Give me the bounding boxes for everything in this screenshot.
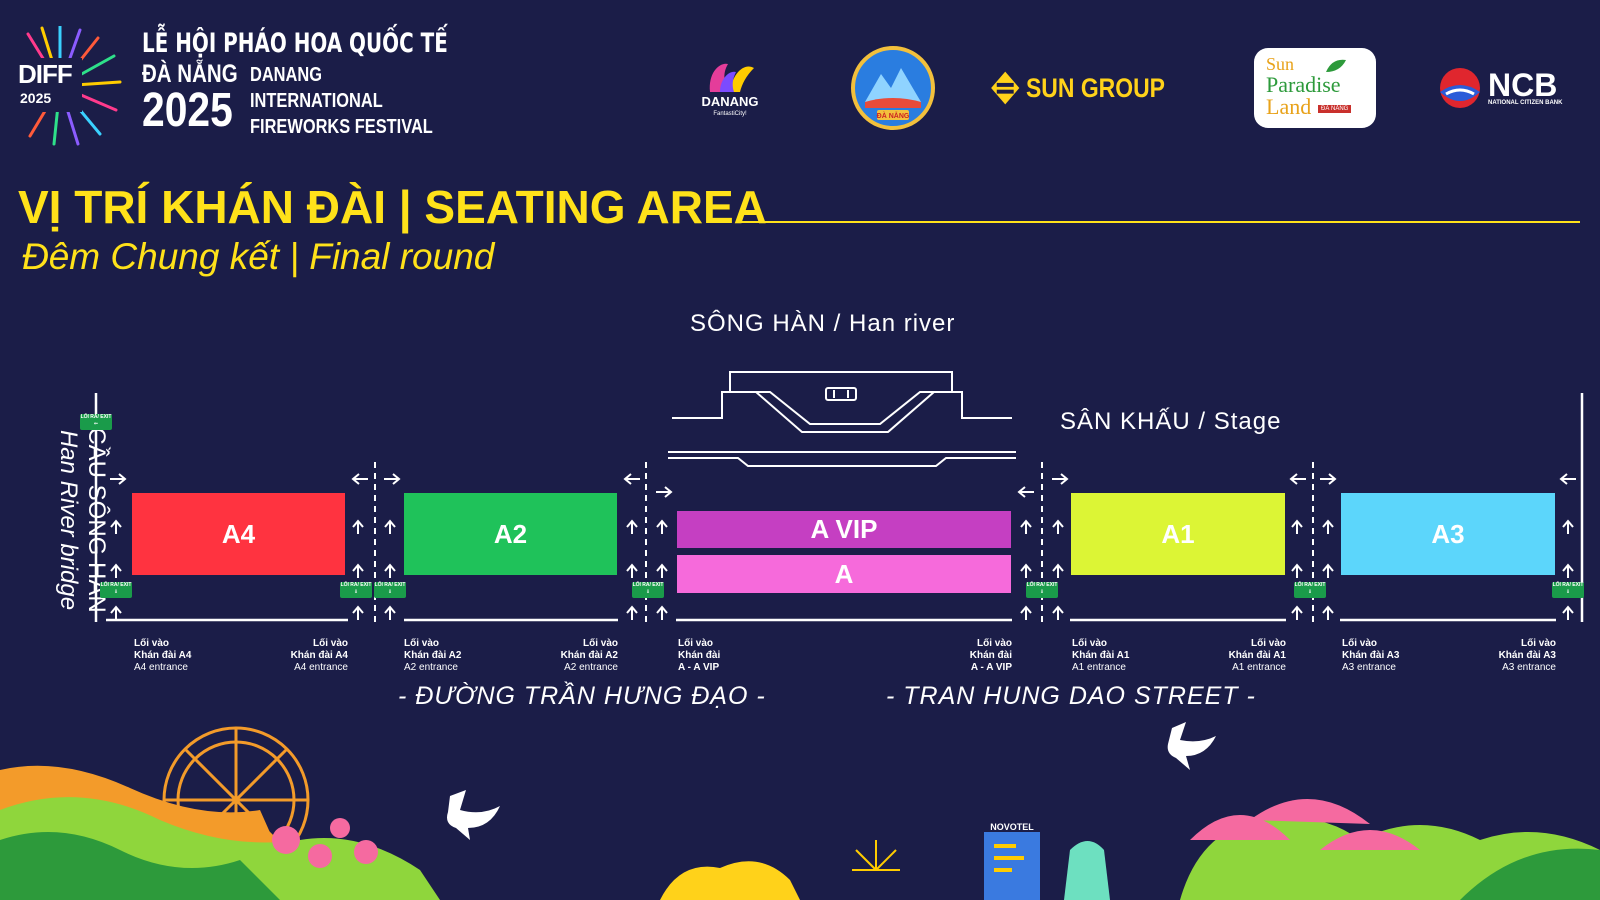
bridge-label-en: Han River bridge (55, 429, 82, 611)
danang-flower-icon: DANANG FantastiCity! (701, 63, 759, 117)
sun-group-text: SUN GROUP (1026, 72, 1166, 103)
sun-paradise-tag: ĐÀ NẴNG (1318, 105, 1352, 113)
danang-city-logo: DANANG FantastiCity! (690, 48, 770, 128)
festival-logo: DIFF 2025 LỄ HỘI PHÁO HOA QUỐC TẾ ĐÀ NẴN… (18, 26, 458, 146)
festival-name-vi-line1: LỄ HỘI PHÁO HOA QUỐC TẾ (142, 28, 448, 59)
novotel-text: NOVOTEL (990, 822, 1034, 832)
exit-sign: LỐI RA/ EXIT⇓ (1552, 582, 1584, 598)
danang-seal-logo: ĐÀ NẴNG (850, 46, 936, 130)
stage-outline (668, 371, 1016, 467)
tree-icons (1190, 798, 1420, 850)
festival-name-vi-line2: ĐÀ NẴNG (142, 60, 238, 88)
zone-a4-label: A4 (221, 518, 256, 549)
decorative-footer: NOVOTEL (0, 722, 1600, 900)
exit-sign: LỐI RA/ EXIT⇓ (632, 582, 664, 598)
exit-sign: LỐI RA/ EXIT⇓ (1026, 582, 1058, 598)
up-arrow-icons (110, 519, 1574, 620)
zone-a2[interactable]: A2 (404, 493, 617, 575)
entrance-arrows (110, 473, 1576, 620)
danang-seal-icon: ĐÀ NẴNG (851, 46, 935, 130)
dove-icon (1167, 722, 1216, 770)
zone-a1-label: A1 (1161, 518, 1195, 549)
side-arrow-icons (110, 473, 1576, 498)
danang-seal-text: ĐÀ NẴNG (877, 111, 910, 120)
sun-paradise-text-3: Land (1266, 94, 1312, 119)
festival-name-en: DANANG INTERNATIONAL FIREWORKS FESTIVAL (250, 62, 433, 140)
diff-logo-year: 2025 (20, 90, 52, 106)
ncb-tag: NATIONAL CITIZEN BANK (1488, 100, 1563, 106)
zone-a-vip-label: A VIP (810, 514, 878, 544)
zone-a[interactable]: A (677, 555, 1011, 593)
small-firework-icon (852, 840, 900, 871)
sun-paradise-land-logo: Sun Paradise Land ĐÀ NẴNG (1254, 48, 1376, 128)
sun-paradise-text-1: Sun (1266, 54, 1295, 74)
zone-a-label: A (834, 558, 854, 589)
flower-icons (272, 818, 378, 868)
stage-label: SÂN KHẤU / Stage (1060, 408, 1282, 435)
street-label-vi: - ĐƯỜNG TRẦN HƯNG ĐẠO - (398, 682, 766, 710)
page-subtitle: Đêm Chung kết | Final round (22, 236, 495, 277)
zone-a3[interactable]: A3 (1341, 493, 1555, 575)
sun-paradise-text-2: Paradise (1266, 72, 1341, 97)
zone-a4[interactable]: A4 (132, 493, 345, 575)
festival-year: 2025 (142, 84, 233, 137)
sun-group-logo: SUN GROUP (990, 48, 1190, 128)
ncb-mark-icon (1440, 68, 1480, 108)
page-title: VỊ TRÍ KHÁN ĐÀI | SEATING AREA (18, 181, 767, 233)
title-underline (740, 221, 1580, 223)
festival-name-en-line1: DANANG (250, 64, 322, 86)
zone-a1[interactable]: A1 (1071, 493, 1285, 575)
festival-name-en-line2: INTERNATIONAL (250, 90, 383, 112)
exit-sign: LỐI RA/ EXIT⇓ (100, 582, 132, 598)
river-label: SÔNG HÀN / Han river (690, 310, 956, 337)
sun-group-mark-icon (991, 71, 1020, 105)
ncb-bank-logo: NCB NATIONAL CITIZEN BANK (1436, 48, 1586, 128)
danang-logo-tag: FantastiCity! (713, 111, 747, 117)
danang-logo-text: DANANG (701, 94, 758, 109)
exit-sign: LỐI RA/ EXIT⇓ (374, 582, 406, 598)
street-label-en: - TRAN HUNG DAO STREET - (886, 682, 1256, 710)
diff-logo-text: DIFF (18, 59, 73, 89)
zone-a3-label: A3 (1431, 518, 1465, 549)
zone-a2-label: A2 (493, 518, 528, 549)
exit-sign: LỐI RA/ EXIT⇓ (340, 582, 372, 598)
festival-name-en-line3: FIREWORKS FESTIVAL (250, 116, 433, 138)
ncb-text: NCB (1488, 67, 1558, 103)
dove-icon (447, 790, 500, 840)
exit-sign: LỐI RA/ EXIT⇐ (80, 414, 112, 430)
leaf-icon (1326, 59, 1346, 72)
zone-a-vip[interactable]: A VIP (677, 511, 1011, 548)
fireworks-burst-icon (18, 26, 122, 146)
exit-sign: LỐI RA/ EXIT⇓ (1294, 582, 1326, 598)
